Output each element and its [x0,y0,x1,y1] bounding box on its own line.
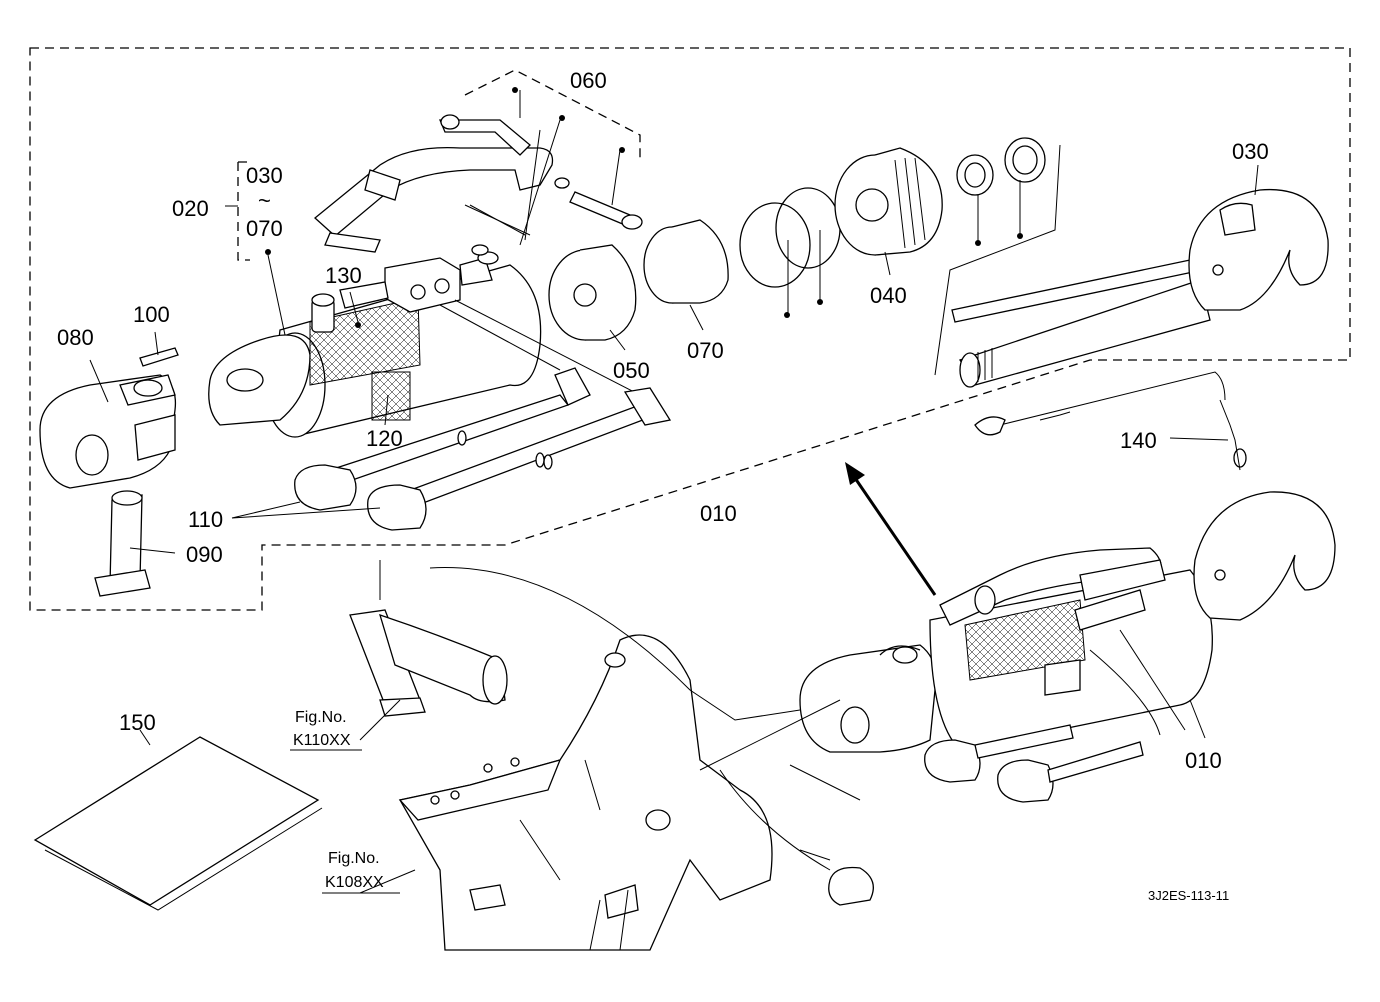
hydraulic-hoses [294,367,672,531]
label-020: 020 [172,196,209,221]
label-010-right: 010 [1185,748,1222,773]
drawing-code: 3J2ES-113-11 [1148,888,1229,903]
manual-150 [33,736,323,911]
reference-dots [265,87,1023,328]
check-chain [974,371,1247,471]
fig-ref-1-prefix: Fig.No. [295,709,347,726]
label-060: 060 [570,68,607,93]
pin-100 [139,347,179,367]
cylinder-body [264,264,542,438]
label-070-top: 070 [246,216,283,241]
label-070: 070 [687,338,724,363]
label-030-top: 030 [246,163,283,188]
gland-040 [834,147,943,256]
bracket-080 [39,374,177,489]
label-120: 120 [366,426,403,451]
o-rings [739,187,841,288]
cylinder-rod-eye [208,334,311,426]
guard-bracket [314,114,643,253]
label-100: 100 [133,302,170,327]
label-090: 090 [186,542,223,567]
label-130: 130 [325,263,362,288]
label-030-right: 030 [1232,139,1269,164]
fig-ref-1-code: K110XX [293,732,351,749]
pin-090 [94,490,151,597]
label-080: 080 [57,325,94,350]
piston-050 [548,244,637,341]
fig-ref-2-code: K108XX [325,874,384,891]
assembly-boundary [29,47,1351,611]
valve-block [339,244,499,313]
seal-070 [643,219,729,304]
direction-arrow [845,462,937,596]
label-tilde: ~ [258,188,271,213]
label-140: 140 [1120,428,1157,453]
fig-ref-2-prefix: Fig.No. [328,850,380,867]
grease-fitting [311,293,335,333]
label-010-mid: 010 [700,501,737,526]
label-050: 050 [613,358,650,383]
assembled-unit [799,491,1336,803]
piston-rod-top [951,259,1211,388]
wiper-rings [956,137,1046,196]
hook-top-030 [1188,188,1329,311]
label-110: 110 [188,507,223,532]
label-040: 040 [870,283,907,308]
label-150: 150 [119,710,156,735]
tractor-housing [349,560,874,951]
